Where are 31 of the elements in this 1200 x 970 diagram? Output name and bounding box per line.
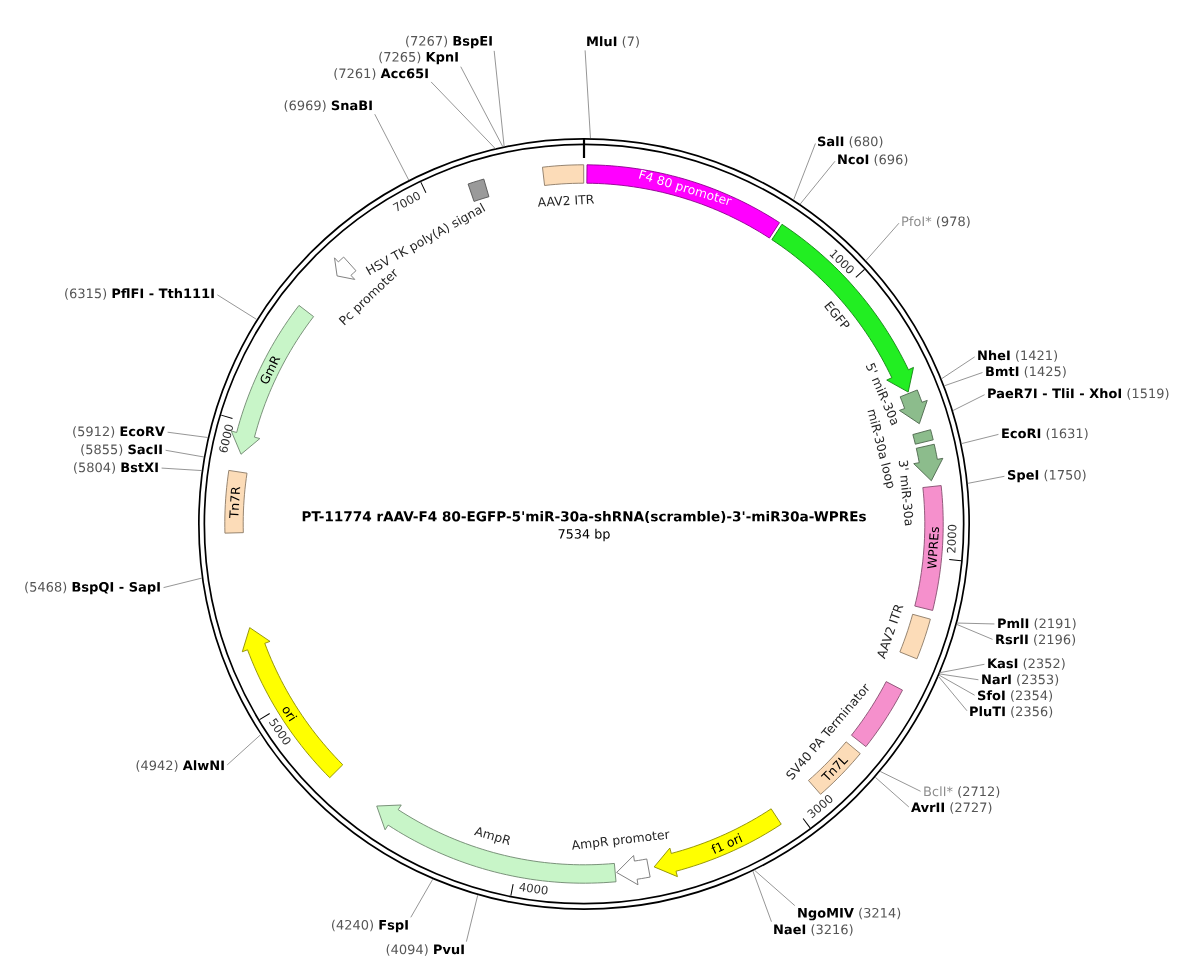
leader-line: [793, 143, 816, 201]
leader-line: [465, 894, 479, 943]
leader-line: [943, 372, 983, 387]
leader-line: [163, 577, 203, 589]
leader-line: [161, 467, 203, 471]
leader-line: [879, 770, 922, 792]
leader-line: [967, 475, 1005, 484]
leader-line: [165, 449, 205, 458]
leader-line: [941, 356, 976, 380]
leader-line: [956, 623, 993, 640]
leader-line: [216, 294, 258, 320]
leader-line: [430, 81, 496, 150]
leader-line: [939, 673, 979, 681]
leader-line: [961, 433, 999, 445]
leader-line: [952, 394, 986, 412]
leader-line: [937, 675, 968, 712]
leader-line: [865, 222, 900, 261]
leader-line: [226, 734, 262, 766]
leader-line: [753, 869, 796, 907]
leader-line: [374, 113, 410, 181]
leader-line: [460, 66, 504, 148]
leader-line: [584, 49, 591, 139]
leader-line: [752, 870, 772, 923]
leader-line: [956, 622, 995, 625]
leader-line: [939, 663, 985, 674]
leader-line: [938, 674, 976, 696]
leader-line: [799, 160, 836, 205]
leader-line: [874, 776, 910, 808]
leader-line: [493, 50, 505, 147]
leader-line: [410, 878, 434, 918]
leader-line: [167, 431, 209, 438]
